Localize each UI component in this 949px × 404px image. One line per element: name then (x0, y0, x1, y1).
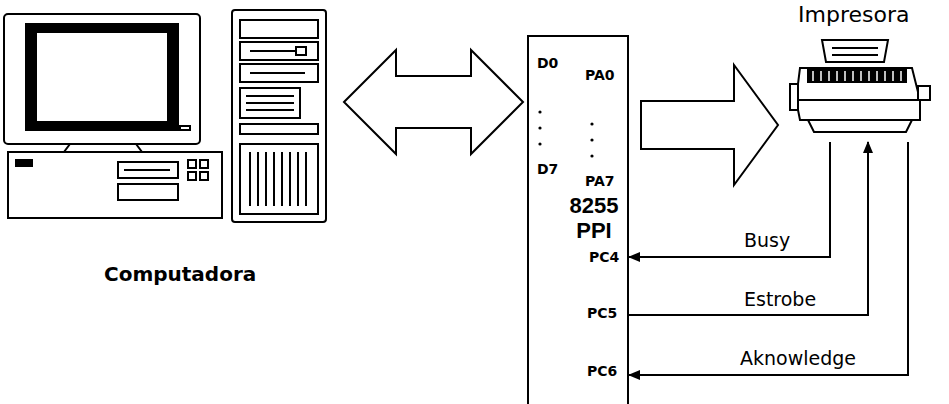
signal-wire (629, 142, 830, 257)
bus-arrow (344, 50, 523, 154)
signal-name: Busy (742, 229, 792, 251)
ppi-chip: D0PA0D7PA7 8255 PPI PC4PC5PC6 (527, 35, 629, 404)
pin-label: 8255 PPI (565, 193, 623, 244)
printer-illustration (790, 40, 930, 132)
printer-node: Impresora (780, 0, 945, 142)
pin-label: PC5 (587, 305, 617, 321)
node-title: Computadora (104, 262, 256, 286)
pin-label: PA0 (585, 67, 615, 83)
pin-label: PC4 (589, 249, 619, 265)
bus-arrow (641, 65, 778, 185)
signal-name: Aknowledge (738, 347, 858, 369)
node-title: Impresora (798, 2, 909, 27)
pin-label: D7 (537, 161, 558, 177)
pin-label: PC6 (587, 363, 617, 379)
pin-label: PA7 (585, 173, 615, 189)
computer-node: Computadora (0, 0, 338, 300)
signal-wire (629, 142, 868, 315)
pin-label: D0 (537, 55, 558, 71)
signal-name: Estrobe (742, 288, 818, 310)
signal-wire (629, 142, 908, 375)
